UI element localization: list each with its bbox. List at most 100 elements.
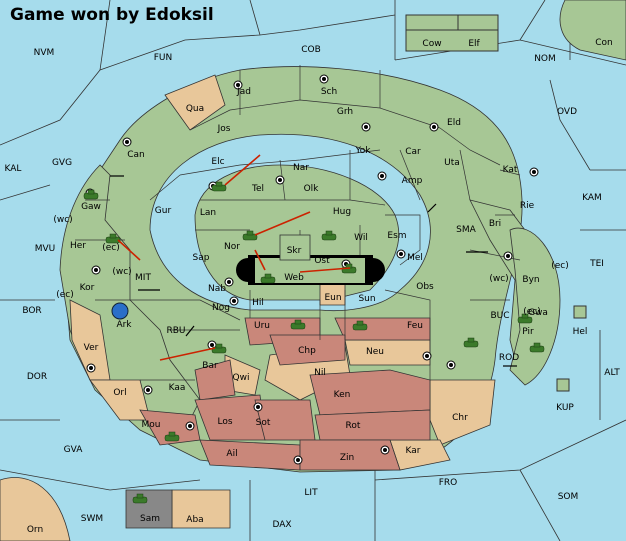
army-unit-icon[interactable] (164, 431, 180, 442)
land-label-kup[interactable]: KUP (556, 403, 574, 413)
land-label-chp[interactable]: Chp (298, 346, 316, 356)
land-label-kaa[interactable]: Kaa (169, 383, 186, 393)
land-label-sap[interactable]: Sap (193, 253, 210, 263)
land-label-jad[interactable]: Jad (236, 87, 251, 97)
army-unit-icon[interactable] (242, 230, 258, 241)
army-unit-icon[interactable] (83, 189, 99, 200)
coast-mark[interactable]: (ec) (551, 261, 569, 271)
land-label-amp[interactable]: Amp (402, 176, 423, 186)
sea-label-nom[interactable]: NOM (534, 54, 556, 64)
land-label-sam[interactable]: Sam (140, 514, 160, 524)
sea-label-kal[interactable]: KAL (5, 164, 22, 174)
land-label-tel[interactable]: Tel (251, 184, 264, 194)
land-label-pir[interactable]: Pir (522, 327, 534, 337)
sea-label-nvm[interactable]: NVM (34, 48, 55, 58)
sea-label-fun[interactable]: FUN (154, 53, 173, 63)
land-label-nab[interactable]: Nab (208, 284, 226, 294)
coast-mark[interactable]: (wc) (53, 215, 72, 225)
land-label-sun[interactable]: Sun (358, 294, 375, 304)
land-label-ken[interactable]: Ken (334, 390, 351, 400)
army-unit-icon[interactable] (260, 273, 276, 284)
land-label-lan[interactable]: Lan (200, 208, 216, 218)
army-unit-icon[interactable] (105, 233, 121, 244)
land-label-eld[interactable]: Eld (447, 118, 461, 128)
sea-label-mit[interactable]: MIT (135, 273, 151, 283)
land-label-gur[interactable]: Gur (155, 206, 172, 216)
sea-label-rod[interactable]: ROD (499, 353, 519, 363)
land-label-byn[interactable]: Byn (522, 275, 539, 285)
land-label-chr[interactable]: Chr (452, 413, 468, 423)
land-label-los[interactable]: Los (217, 417, 232, 427)
land-label-gvp[interactable]: GVP (0, 0, 10, 3)
land-label-gaw[interactable]: Gaw (81, 202, 101, 212)
sea-label-kam[interactable]: KAM (582, 193, 602, 203)
army-unit-icon[interactable] (517, 313, 533, 324)
land-label-nil[interactable]: Nil (314, 368, 326, 378)
land-label-feu[interactable]: Feu (407, 321, 423, 331)
sea-label-rbu[interactable]: RBU (166, 326, 185, 336)
land-label-rot[interactable]: Rot (346, 421, 361, 431)
land-label-qwi[interactable]: Qwi (233, 373, 250, 383)
land-label-her[interactable]: Her (70, 241, 86, 251)
land-label-sot[interactable]: Sot (256, 418, 271, 428)
land-label-nor[interactable]: Nor (224, 242, 240, 252)
land-label-ail[interactable]: Ail (226, 449, 237, 459)
army-unit-icon[interactable] (290, 319, 306, 330)
land-label-neu[interactable]: Neu (366, 347, 384, 357)
land-label-hug[interactable]: Hug (333, 207, 351, 217)
coast-mark[interactable]: (wc) (112, 267, 131, 277)
land-label-ark[interactable]: Ark (116, 320, 132, 330)
land-label-hel[interactable]: Hel (573, 327, 588, 337)
sea-label-cob[interactable]: COB (301, 45, 321, 55)
coast-mark[interactable]: (ec) (102, 243, 120, 253)
land-label-cow[interactable]: Cow (422, 39, 441, 49)
land-label-orl[interactable]: Orl (113, 388, 126, 398)
army-unit-icon[interactable] (321, 230, 337, 241)
sea-label-tei[interactable]: TEI (589, 259, 604, 269)
sea-label-dax[interactable]: DAX (272, 520, 291, 530)
fleet-unit-icon[interactable] (111, 302, 129, 320)
land-label-ver[interactable]: Ver (84, 343, 99, 353)
land-label-esm[interactable]: Esm (387, 231, 406, 241)
sea-label-con[interactable]: Con (595, 38, 613, 48)
army-unit-icon[interactable] (463, 337, 479, 348)
sea-label-mvu[interactable]: MVU (35, 244, 56, 254)
land-label-sch[interactable]: Sch (321, 87, 337, 97)
sea-label-dor[interactable]: DOR (27, 372, 47, 382)
sea-label-buc[interactable]: BUC (490, 311, 509, 321)
army-unit-icon[interactable] (211, 343, 227, 354)
sea-label-lit[interactable]: LIT (304, 488, 318, 498)
land-label-orn[interactable]: Orn (27, 525, 43, 535)
sea-label-alt[interactable]: ALT (604, 368, 620, 378)
land-label-mou[interactable]: Mou (142, 420, 161, 430)
land-label-elc[interactable]: Elc (211, 157, 224, 167)
land-label-aba[interactable]: Aba (186, 515, 203, 525)
land-label-zin[interactable]: Zin (340, 453, 354, 463)
army-unit-icon[interactable] (529, 342, 545, 353)
sea-label-gva[interactable]: GVA (64, 445, 84, 455)
sea-label-fro[interactable]: FRO (439, 478, 458, 488)
land-label-elf[interactable]: Elf (468, 39, 480, 49)
coast-mark[interactable]: (wc) (489, 274, 508, 284)
land-label-uru[interactable]: Uru (254, 321, 270, 331)
land-label-uta[interactable]: Uta (444, 158, 460, 168)
army-unit-icon[interactable] (132, 493, 148, 504)
land-label-qua[interactable]: Qua (186, 104, 204, 114)
land-label-olk[interactable]: Olk (304, 184, 320, 194)
land-label-rie[interactable]: Rie (520, 201, 535, 211)
land-label-car[interactable]: Car (405, 147, 421, 157)
sea-label-som[interactable]: SOM (558, 492, 579, 502)
land-label-can[interactable]: Can (127, 150, 145, 160)
land-label-wil[interactable]: Wil (354, 233, 368, 243)
sea-label-swm[interactable]: SWM (81, 514, 103, 524)
land-label-kat[interactable]: Kat (503, 165, 518, 175)
sea-label-ovd[interactable]: OVD (557, 107, 577, 117)
land-label-web[interactable]: Web (284, 273, 304, 283)
army-unit-icon[interactable] (352, 320, 368, 331)
land-label-eun[interactable]: Eun (324, 293, 341, 303)
land-label-bar[interactable]: Bar (202, 361, 218, 371)
land-label-ost[interactable]: Ost (314, 256, 330, 266)
coast-mark[interactable]: (ec) (56, 290, 74, 300)
coast-mark[interactable]: (ec) (523, 307, 541, 317)
land-label-kar[interactable]: Kar (406, 446, 421, 456)
